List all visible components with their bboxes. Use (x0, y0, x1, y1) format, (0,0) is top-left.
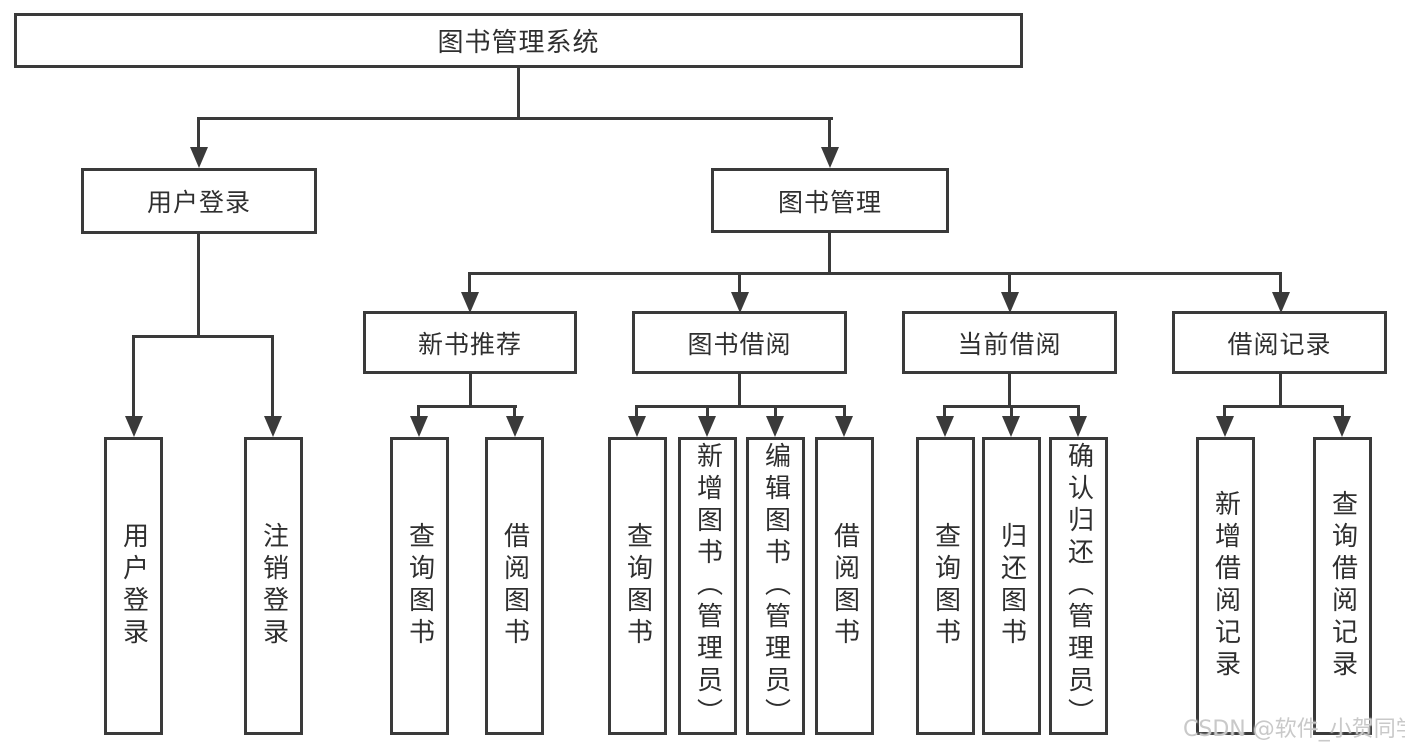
leaf-query-borrow-record-label: 查询借阅记录 (1327, 490, 1358, 682)
leaf-user-login-label: 用户登录 (118, 522, 149, 650)
arrow-down-icon (264, 416, 282, 437)
leaf-add-books-admin-label: 新增图书（管理员） (692, 442, 723, 730)
connector-line (1010, 405, 1013, 419)
leaf-borrow-books-recommend-label: 借阅图书 (499, 522, 530, 650)
connector-line (417, 405, 420, 419)
leaf-query-books-borrowing: 查询图书 (608, 437, 667, 735)
arrow-down-icon (821, 147, 839, 168)
node-borrowing-records: 借阅记录 (1172, 311, 1387, 374)
connector-line (843, 405, 846, 419)
leaf-query-books-current-label: 查询图书 (930, 522, 961, 650)
node-book-borrowing: 图书借阅 (632, 311, 847, 374)
arrow-down-icon (1001, 292, 1019, 313)
connector-line (132, 335, 135, 420)
connector-line (943, 405, 946, 419)
connector-line (197, 234, 200, 338)
node-book-borrowing-label: 图书借阅 (687, 329, 792, 359)
connector-line (517, 68, 520, 120)
leaf-borrow-books-borrowing: 借阅图书 (815, 437, 874, 735)
connector-line (1008, 374, 1011, 408)
node-new-book-recommendation-label: 新书推荐 (417, 329, 522, 359)
node-user-login-label: 用户登录 (146, 188, 251, 217)
connector-line (635, 405, 638, 419)
connector-line (132, 335, 274, 338)
connector-line (774, 405, 777, 419)
connector-line (1008, 272, 1011, 296)
arrow-down-icon (190, 147, 208, 168)
leaf-add-books-admin: 新增图书（管理员） (678, 437, 737, 735)
leaf-edit-books-admin-label: 编辑图书（管理员） (760, 442, 791, 730)
node-root: 图书管理系统 (14, 13, 1023, 68)
node-root-label: 图书管理系统 (437, 28, 600, 58)
node-borrowing-records-label: 借阅记录 (1227, 329, 1332, 359)
connector-line (417, 405, 517, 408)
leaf-borrow-books-borrowing-label: 借阅图书 (829, 522, 860, 650)
connector-line (635, 405, 846, 408)
arrow-down-icon (698, 416, 716, 437)
connector-line (197, 117, 833, 120)
node-user-login: 用户登录 (81, 168, 317, 234)
arrow-down-icon (506, 416, 524, 437)
connector-line (828, 117, 831, 151)
connector-line (1223, 405, 1344, 408)
connector-line (828, 233, 831, 275)
leaf-logout-login-label: 注销登录 (258, 522, 289, 650)
leaf-query-borrow-record: 查询借阅记录 (1313, 437, 1372, 735)
leaf-query-books-borrowing-label: 查询图书 (622, 522, 653, 650)
arrow-down-icon (628, 416, 646, 437)
leaf-query-books-recommend: 查询图书 (390, 437, 449, 735)
node-current-borrowing-label: 当前借阅 (957, 329, 1062, 359)
connector-line (738, 272, 741, 296)
connector-line (469, 374, 472, 408)
arrow-down-icon (410, 416, 428, 437)
leaf-return-books-label: 归还图书 (996, 522, 1027, 650)
leaf-borrow-books-recommend: 借阅图书 (485, 437, 544, 735)
arrow-down-icon (1333, 416, 1351, 437)
connector-line (1223, 405, 1226, 419)
node-book-management-label: 图书管理 (777, 187, 882, 217)
arrow-down-icon (125, 416, 143, 437)
connector-line (1077, 405, 1080, 419)
arrow-down-icon (1272, 292, 1290, 313)
connector-line (513, 405, 516, 419)
connector-line (706, 405, 709, 419)
node-new-book-recommendation: 新书推荐 (363, 311, 577, 374)
arrow-down-icon (936, 416, 954, 437)
leaf-confirm-return-admin-label: 确认归还（管理员） (1063, 442, 1094, 730)
arrow-down-icon (835, 416, 853, 437)
leaf-user-login: 用户登录 (104, 437, 163, 735)
arrow-down-icon (461, 292, 479, 313)
arrow-down-icon (731, 292, 749, 313)
arrow-down-icon (1069, 416, 1087, 437)
connector-line (468, 272, 471, 296)
leaf-logout-login: 注销登录 (244, 437, 303, 735)
connector-line (1341, 405, 1344, 419)
connector-line (1279, 374, 1282, 408)
leaf-return-books: 归还图书 (982, 437, 1041, 735)
arrow-down-icon (1002, 416, 1020, 437)
leaf-query-books-current: 查询图书 (916, 437, 975, 735)
leaf-confirm-return-admin: 确认归还（管理员） (1049, 437, 1108, 735)
connector-line (1279, 272, 1282, 296)
node-current-borrowing: 当前借阅 (902, 311, 1117, 374)
node-book-management: 图书管理 (711, 168, 949, 233)
csdn-watermark: CSDN @软件_小贺同学 (1183, 717, 1405, 742)
leaf-add-borrow-record-label: 新增借阅记录 (1210, 490, 1241, 682)
connector-line (738, 374, 741, 408)
connector-line (197, 117, 200, 151)
connector-line (271, 335, 274, 420)
leaf-add-borrow-record: 新增借阅记录 (1196, 437, 1255, 735)
leaf-query-books-recommend-label: 查询图书 (404, 522, 435, 650)
arrow-down-icon (766, 416, 784, 437)
leaf-edit-books-admin: 编辑图书（管理员） (746, 437, 805, 735)
connector-line (468, 272, 1282, 275)
arrow-down-icon (1216, 416, 1234, 437)
